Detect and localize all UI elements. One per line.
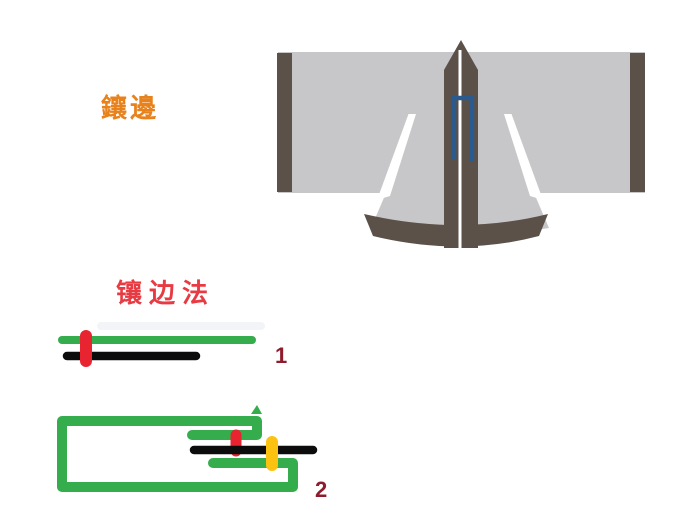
step-2-number: 2 (315, 477, 328, 502)
step2-green-strip-folded (57, 416, 298, 492)
garment-collar-blue-detail (451, 95, 475, 162)
step-1-number: 1 (275, 343, 288, 368)
method-title-label: 镶边法 (116, 278, 216, 308)
garment-collar-center-line (458, 50, 462, 248)
step2-green-fold-tip (251, 405, 262, 414)
garment-left-underarm-slit (377, 114, 416, 200)
garment-right-underarm-slit (504, 114, 543, 200)
step-2-diagram (57, 405, 318, 492)
garment-right-cuff (630, 53, 645, 192)
step-1-diagram (58, 330, 256, 367)
garment-illustration (277, 40, 645, 248)
garment-title-label: 鑲邊 (101, 93, 160, 123)
garment-left-cuff (277, 53, 292, 192)
faint-divider (97, 322, 265, 330)
